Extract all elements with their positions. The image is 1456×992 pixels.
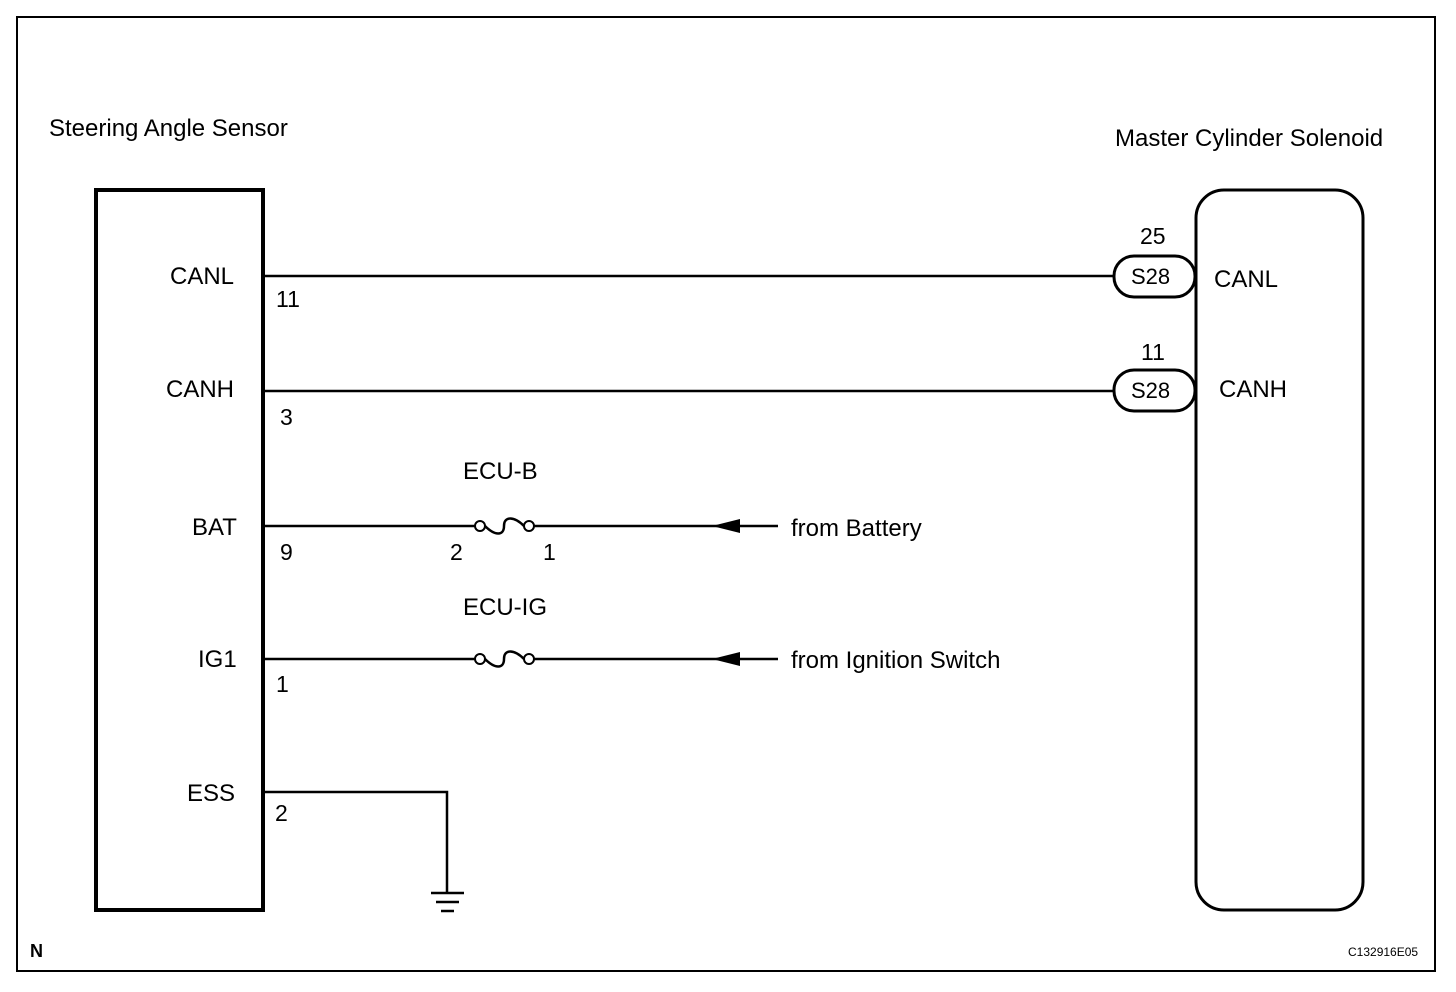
- pin-number-bat: 9: [280, 539, 293, 565]
- diagram-frame: [16, 16, 1436, 972]
- fuse-ecu-ig-label: ECU-IG: [463, 594, 547, 621]
- connector-s28-canl: [1112, 254, 1197, 299]
- arrow-from-ignition-switch-icon: [712, 652, 740, 666]
- fuse-ecu-b-terminal-2: 2: [450, 539, 463, 565]
- right-pin-name-canl: CANL: [1214, 266, 1279, 293]
- pin-name-canh: CANH: [166, 376, 235, 403]
- connector-label-canh: S28: [1131, 378, 1171, 403]
- pin-name-canl: CANL: [170, 263, 235, 290]
- ess-wire: [263, 790, 449, 892]
- pin-number-ig1: 1: [276, 671, 289, 697]
- corner-label: N: [30, 941, 43, 961]
- source-label-battery: from Battery: [791, 515, 922, 542]
- steering-angle-sensor-box: [94, 188, 265, 912]
- pin-number-canh: 3: [280, 404, 293, 430]
- steering-angle-sensor-title: Steering Angle Sensor: [49, 115, 288, 142]
- pin-number-canl: 11: [276, 286, 300, 312]
- connector-label-canl: S28: [1131, 264, 1171, 289]
- pin-name-bat: BAT: [192, 514, 237, 541]
- figure-code: C132916E05: [1348, 945, 1419, 959]
- pin-number-ess: 2: [275, 800, 288, 826]
- connector-s28-canh: [1112, 368, 1197, 413]
- right-pin-name-canh: CANH: [1219, 376, 1288, 403]
- pin-name-ig1: IG1: [198, 646, 237, 673]
- master-cylinder-solenoid-title: Master Cylinder Solenoid: [1115, 125, 1384, 152]
- master-cylinder-solenoid-box: [1194, 188, 1365, 912]
- fuse-ecu-ig-icon: [474, 650, 535, 668]
- arrow-from-battery-icon: [712, 519, 740, 533]
- fuse-ecu-b-terminal-1: 1: [543, 539, 556, 565]
- ground-symbol-icon: [431, 891, 464, 913]
- pin-name-ess: ESS: [187, 780, 236, 807]
- connector-pin-number-canl: 25: [1140, 223, 1166, 249]
- source-label-ignition-switch: from Ignition Switch: [791, 647, 1001, 674]
- connector-pin-number-canh: 11: [1141, 339, 1165, 365]
- fuse-ecu-b-icon: [474, 517, 535, 535]
- fuse-ecu-b-label: ECU-B: [463, 458, 538, 485]
